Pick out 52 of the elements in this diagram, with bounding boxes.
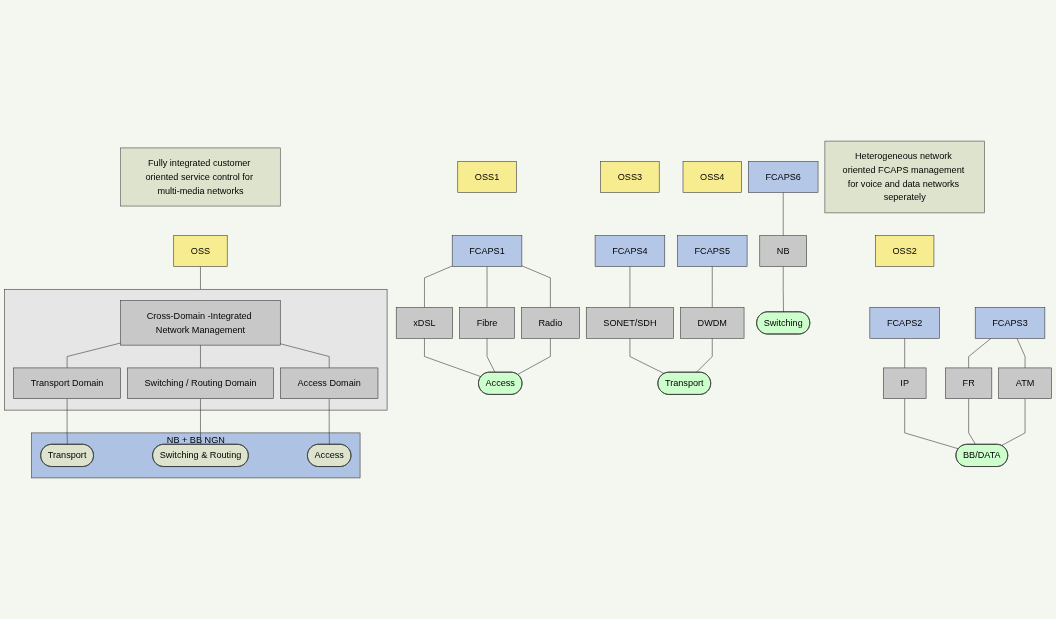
connector (629, 338, 665, 374)
cluster (4, 289, 388, 411)
node-box: Fibre (459, 307, 515, 339)
connector (200, 344, 201, 369)
connector (66, 398, 68, 445)
connector (1001, 398, 1026, 446)
node-box: Radio (521, 307, 580, 339)
node-box: FCAPS1 (451, 235, 523, 267)
node-box: FCAPS2 (869, 307, 940, 339)
node-box: Cross-Domain -Integrated Network Management (120, 300, 281, 346)
connector (1016, 338, 1026, 369)
node-box: NB (759, 235, 807, 267)
node-box: DWDM (680, 307, 745, 339)
node-box: Switching / Routing Domain (127, 367, 274, 399)
node-box: OSS1 (457, 161, 517, 193)
node-box: xDSL (395, 307, 453, 339)
node-box: Heterogeneous network oriented FCAPS management for voice and data networks seperately (824, 140, 985, 214)
node-box: OSS4 (682, 161, 742, 193)
node-box: FCAPS6 (748, 161, 819, 193)
node-box: OSS3 (600, 161, 660, 193)
connector (517, 338, 551, 375)
connector (629, 266, 631, 308)
connector (200, 266, 201, 290)
node-box: FCAPS5 (677, 235, 748, 267)
connector (695, 338, 713, 373)
node-box: Access Domain (280, 367, 379, 399)
connector (486, 266, 488, 308)
node-box: Fully integrated customer oriented service control for multi-media networks (120, 147, 281, 207)
connector (200, 398, 202, 445)
connector (486, 338, 496, 373)
node-box: OSS2 (875, 235, 935, 267)
node-box: FCAPS3 (974, 307, 1046, 339)
connector (904, 338, 905, 369)
node-box: FCAPS4 (594, 235, 666, 267)
connector (521, 265, 551, 308)
node-box: ATM (998, 367, 1052, 399)
node-box: OSS (173, 235, 228, 267)
connector (424, 338, 482, 378)
connector (328, 398, 330, 445)
connector (66, 342, 121, 369)
connector (968, 338, 992, 369)
connector (904, 398, 959, 450)
connector (782, 192, 784, 236)
connector (280, 343, 330, 369)
node-box: SONET/SDH (585, 307, 674, 339)
node-box: Transport Domain (13, 367, 121, 399)
connector (711, 266, 713, 308)
node-box: IP (883, 367, 927, 399)
node-box: FR (945, 367, 993, 399)
connector (968, 398, 976, 445)
connector (424, 265, 453, 308)
connector (782, 266, 784, 313)
